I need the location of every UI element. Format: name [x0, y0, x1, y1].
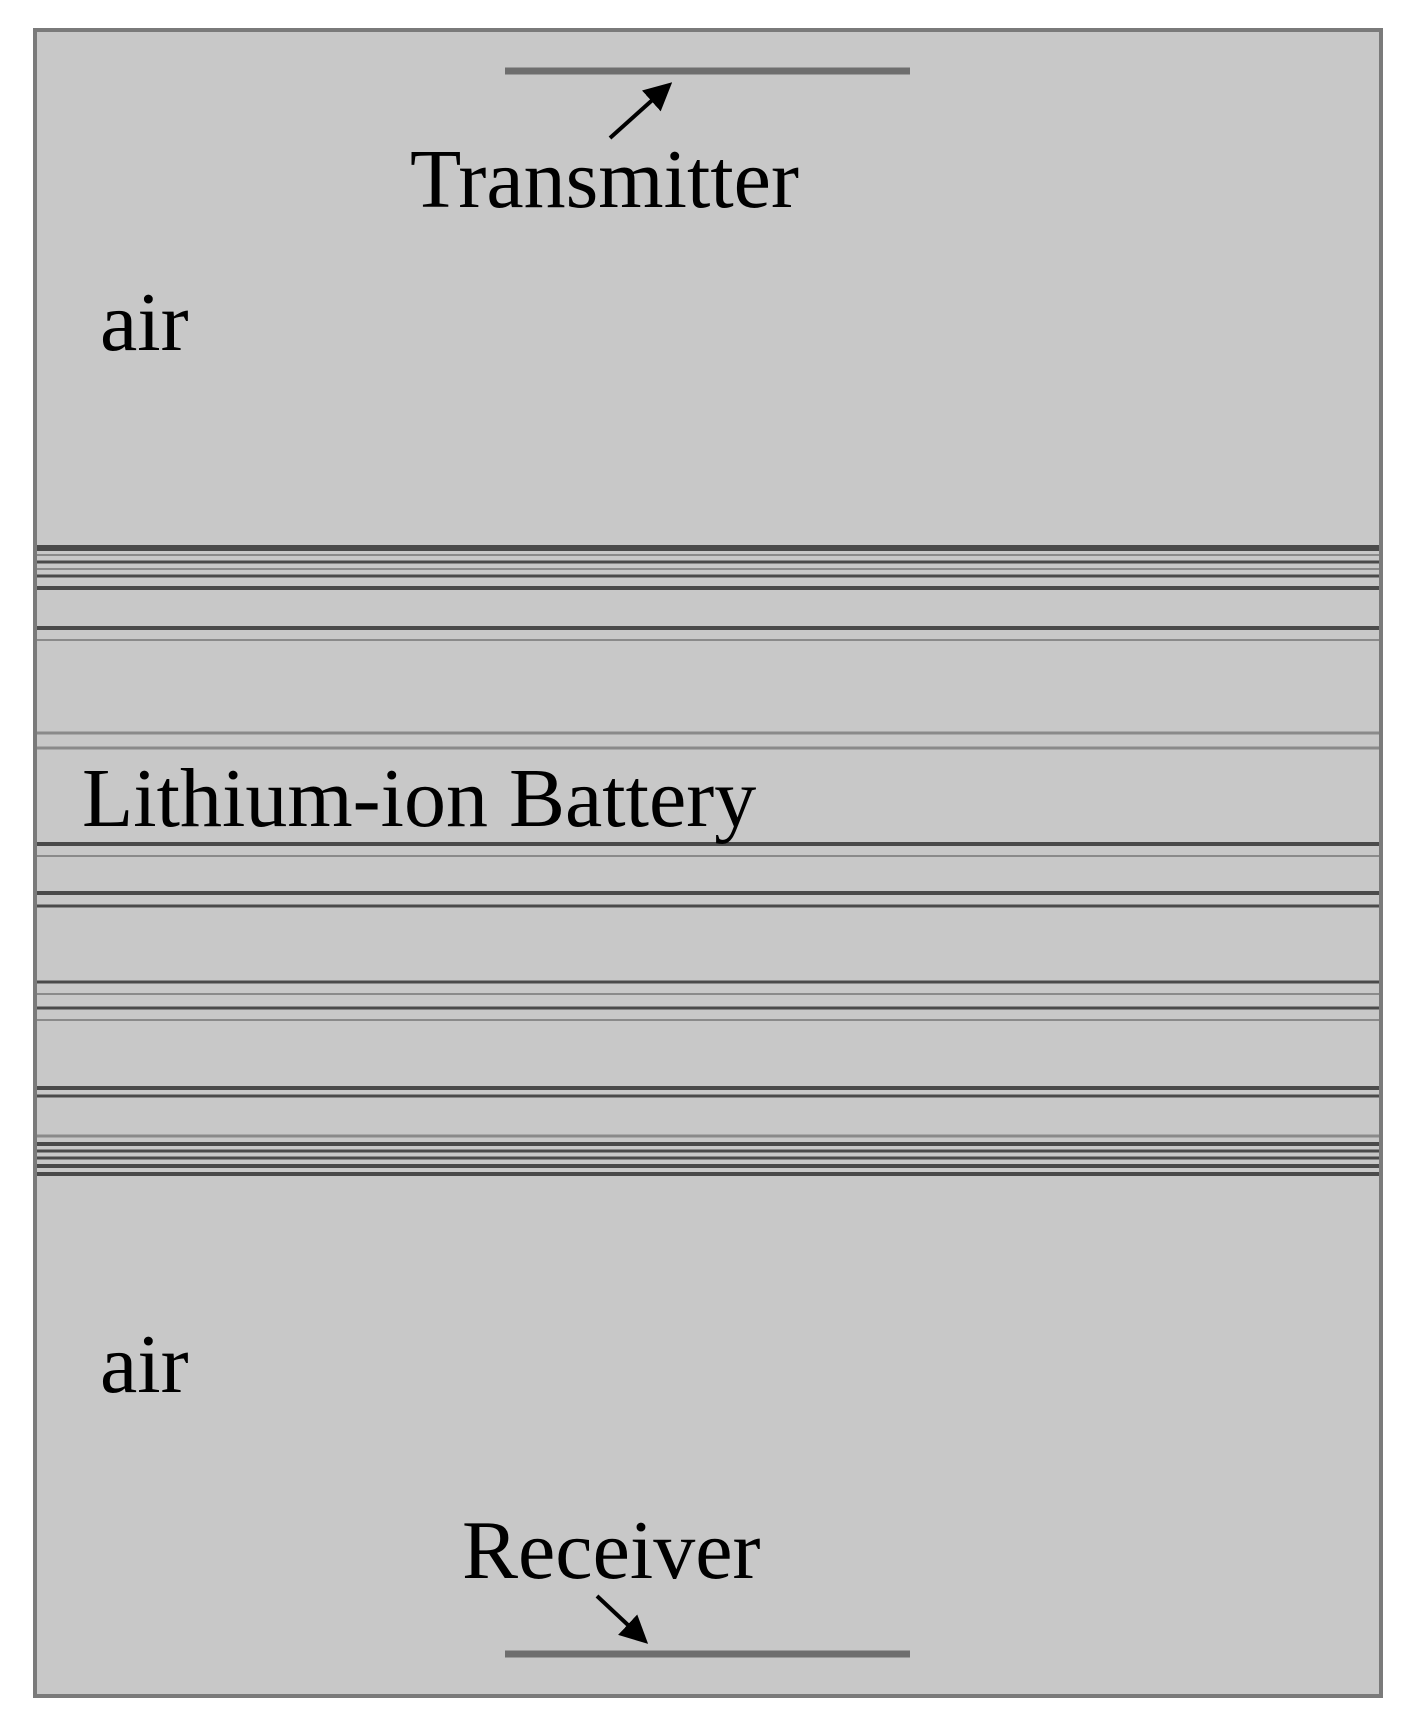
simulation-domain	[33, 28, 1383, 1698]
air-top-label: air	[100, 276, 189, 369]
transmitter-arrow	[608, 82, 673, 140]
transmitter-label: Transmitter	[410, 133, 799, 226]
receiver-arrow	[595, 1594, 649, 1644]
receiver-label: Receiver	[462, 1504, 760, 1597]
air-bottom-label: air	[100, 1318, 189, 1411]
battery-layers	[37, 545, 1379, 1176]
battery-label: Lithium-ion Battery	[82, 752, 756, 845]
